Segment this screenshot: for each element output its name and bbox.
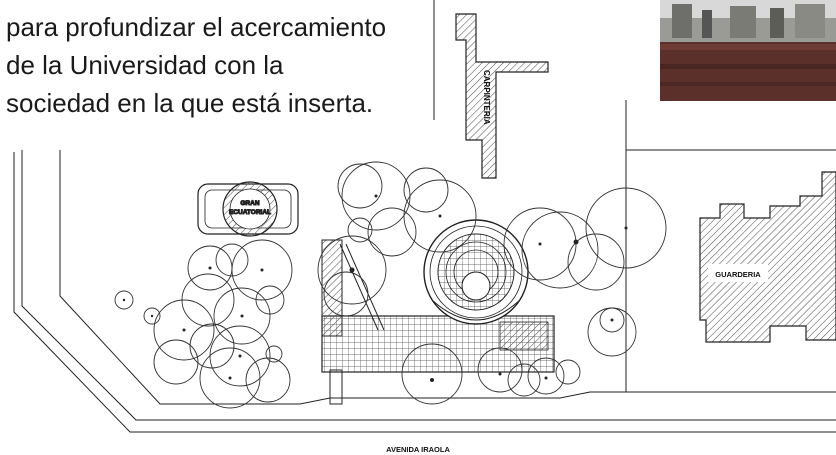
avenue-label: AVENIDA IRAOLA: [386, 445, 450, 454]
guarderia-building: GUARDERIA: [699, 171, 836, 343]
guarderia-label: GUARDERIA: [715, 270, 761, 279]
caption-line: de la Universidad con la: [6, 50, 284, 80]
gran-label: GRAN: [240, 200, 259, 207]
carpinteria-building: CARPINTERIA: [455, 13, 549, 179]
caption-text: para profundizar el acercamiento de la U…: [6, 8, 416, 122]
carpinteria-label: CARPINTERIA: [482, 70, 491, 125]
tree-canopies: [114, 161, 667, 409]
caption-line: para profundizar el acercamiento: [6, 12, 387, 42]
building-photo-image: [660, 0, 836, 101]
main-building: [321, 219, 555, 405]
caption-line: sociedad en la que está inserta.: [6, 88, 374, 118]
gran-ecuatorial-building: GRAN ECUATORIAL: [197, 181, 299, 237]
tree-trunks: [122, 194, 628, 382]
ecuatorial-label: ECUATORIAL: [229, 209, 271, 216]
building-photo: [660, 0, 836, 101]
boundary-lines: [13, 0, 836, 433]
